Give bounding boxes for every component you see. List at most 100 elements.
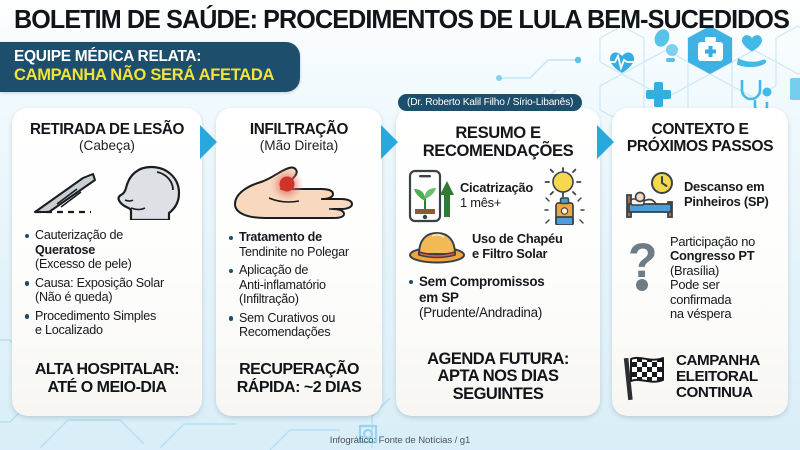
card-footer-line: ATÉ O MEIO-DIA: [47, 378, 167, 396]
next-step-text: Participação no Congresso PT (Brasília) …: [670, 234, 756, 322]
card-footer-line: APTA NOS DIAS: [437, 367, 559, 386]
bed-clock-rest-icon: [624, 171, 678, 219]
card-footer-line: CONTINUA: [676, 384, 753, 402]
bullet-line: Sem Curativos ou: [239, 310, 336, 325]
recommendation-line-bold: Uso de Chapéu: [472, 231, 563, 247]
card-footer: AGENDA FUTURA: APTA NOS DIAS SEGUINTES: [404, 349, 592, 410]
bullet-line: Causa: Exposição Solar: [35, 275, 164, 290]
next-step-line: Pode ser: [670, 277, 720, 293]
card-footer-text: CAMPANHA ELEITORAL CONTINUA: [676, 351, 760, 402]
subheader-banner: EQUIPE MÉDICA RELATA: CAMPANHA NÃO SERÁ …: [0, 42, 301, 93]
next-step-line: (Brasília): [670, 262, 720, 278]
bullet-item: Procedimento Simples e Localizado: [24, 309, 192, 338]
subheader-line-2: CAMPANHA NÃO SERÁ AFETADA: [14, 65, 275, 84]
subheader-line-1: EQUIPE MÉDICA RELATA:: [14, 48, 202, 65]
bullet-item: Cauterização de Queratose (Excesso de pe…: [24, 228, 192, 272]
flow-arrow-1-to-2: [200, 125, 217, 159]
next-step-text: Descanso em Pinheiros (SP): [684, 179, 769, 210]
bullet-line-bold: em SP: [419, 289, 459, 305]
card-footer-line: ELEITORAL: [676, 367, 758, 385]
phone-seedling-growth-icon: [408, 169, 454, 223]
bullet-line: Aplicação de: [239, 263, 309, 278]
next-step-row-congress: ? Participação no Congresso PT (Brasília…: [620, 234, 780, 322]
bullet-item: Sem Compromissos em SP (Prudente/Andradi…: [408, 274, 590, 320]
card-title: CONTEXTO E PRÓXIMOS PASSOS: [620, 121, 780, 155]
next-step-line: confirmada: [670, 291, 732, 307]
card-footer-line: RECUPERAÇÃO: [239, 361, 359, 379]
infographic-credit: Infográfico: Fonte de Notícias / g1: [329, 435, 471, 446]
card-title-line: PRÓXIMOS PASSOS: [626, 137, 774, 155]
bullet-line: (Infiltração): [239, 292, 299, 307]
bullet-line: e Localizado: [35, 323, 103, 338]
card-title-line: RESUMO E: [455, 123, 541, 142]
card-footer: ALTA HOSPITALAR: ATÉ O MEIO-DIA: [20, 361, 194, 410]
bed-icon: [626, 191, 673, 218]
scalpel-icon: [34, 173, 96, 214]
card-bullet-list: Sem Compromissos em SP (Prudente/Andradi…: [404, 274, 592, 324]
card-footer-line: ALTA HOSPITALAR:: [34, 361, 180, 379]
card-infiltracao[interactable]: INFILTRAÇÃO (Mão Direita): [216, 108, 382, 416]
next-step-line-bold: Descanso em: [684, 179, 765, 195]
sun-and-sunscreen-icons: [537, 167, 589, 226]
card-retirada-de-lesao[interactable]: RETIRADA DE LESÃO (Cabeça): [12, 108, 202, 416]
bullet-line: Procedimento Simples: [35, 308, 156, 323]
card-title: INFILTRAÇÃO: [249, 121, 349, 138]
next-step-line: Participação no: [670, 234, 756, 250]
card-bullet-list: Cauterização de Queratose (Excesso de pe…: [20, 228, 194, 361]
card-footer: CAMPANHA ELEITORAL CONTINUA: [620, 352, 780, 410]
bullet-line-bold: Queratose: [35, 242, 96, 257]
bullet-line: (Não é queda): [35, 290, 113, 305]
hand-pain-illustration: [224, 160, 374, 222]
page-title: BOLETIM DE SAÚDE: PROCEDIMENTOS DE LULA …: [14, 6, 790, 34]
next-step-line: na véspera: [670, 306, 732, 322]
card-subtitle: (Mão Direita): [259, 138, 339, 154]
source-badge: (Dr. Roberto Kalil Filho / Sírio-Libanês…: [398, 94, 583, 111]
card-footer-line: AGENDA FUTURA:: [427, 349, 569, 368]
medical-hexagon-pattern-decoration: [496, 25, 800, 123]
bullet-line-bold: Sem Compromissos: [419, 274, 545, 290]
card-strip: RETIRADA DE LESÃO (Cabeça): [0, 94, 800, 418]
bullet-item: Causa: Exposição Solar (Não é queda): [24, 276, 192, 305]
card-subtitle: (Cabeça): [79, 138, 135, 154]
flow-arrow-3-to-4: [597, 125, 614, 159]
question-mark-icon: ?: [624, 237, 664, 295]
card-footer-line: RÁPIDA: ~2 DIAS: [236, 378, 362, 396]
bullet-line: Tendinite no Polegar: [239, 244, 349, 259]
bullet-line: (Prudente/Andradina): [419, 305, 543, 321]
card-footer-line: CAMPANHA: [676, 351, 760, 369]
clock-icon: [651, 172, 673, 195]
card-contexto-e-proximos-passos[interactable]: CONTEXTO E PRÓXIMOS PASSOS: [612, 108, 788, 416]
recommendation-row-healing: Cicatrização 1 mês+: [404, 167, 592, 226]
bullet-item: Tratamento de Tendinite no Polegar: [228, 230, 372, 259]
head-profile-icon: [117, 166, 181, 221]
flow-arrow-2-to-3: [381, 125, 398, 159]
card-title-line: RECOMENDAÇÕES: [422, 140, 574, 160]
hat-icon: [408, 230, 466, 264]
bullet-item: Aplicação de Anti-inflamatório (Infiltra…: [228, 263, 372, 307]
checkered-flag-icon: [622, 352, 670, 402]
sunscreen-icon: [544, 197, 585, 226]
card-footer: RECUPERAÇÃO RÁPIDA: ~2 DIAS: [224, 361, 374, 410]
recommendation-row-hat: Uso de Chapéu e Filtro Solar: [404, 230, 592, 264]
bullet-line: Anti-inflamatório: [239, 277, 326, 292]
card-title: RETIRADA DE LESÃO: [29, 121, 185, 138]
next-step-line-bold: Congresso PT: [670, 248, 755, 264]
growth-arrow-icon: [440, 181, 454, 218]
next-step-line-bold: Pinheiros (SP): [684, 194, 769, 210]
bullet-line: (Excesso de pele): [35, 257, 132, 272]
next-step-row-rest: Descanso em Pinheiros (SP): [620, 171, 780, 219]
hand-pain-icon: [234, 166, 353, 220]
card-footer-line: SEGUINTES: [452, 385, 544, 404]
recommendation-line: 1 mês+: [460, 195, 502, 211]
card-bullet-list: Tratamento de Tendinite no Polegar Aplic…: [224, 230, 374, 361]
recommendation-text: Uso de Chapéu e Filtro Solar: [472, 231, 563, 262]
card-resumo-e-recomendacoes[interactable]: (Dr. Roberto Kalil Filho / Sírio-Libanês…: [396, 94, 600, 416]
recommendation-line-bold: e Filtro Solar: [472, 246, 548, 262]
card-title: RESUMO E RECOMENDAÇÕES: [404, 124, 592, 159]
bullet-line: Recomendações: [239, 325, 331, 340]
bullet-item: Sem Curativos ou Recomendações: [228, 311, 372, 340]
bullet-line-bold: Tratamento de: [239, 230, 322, 245]
card-title-line: CONTEXTO E: [651, 121, 749, 138]
recommendation-text: Cicatrização 1 mês+: [460, 180, 533, 211]
sun-icon: [544, 167, 582, 198]
